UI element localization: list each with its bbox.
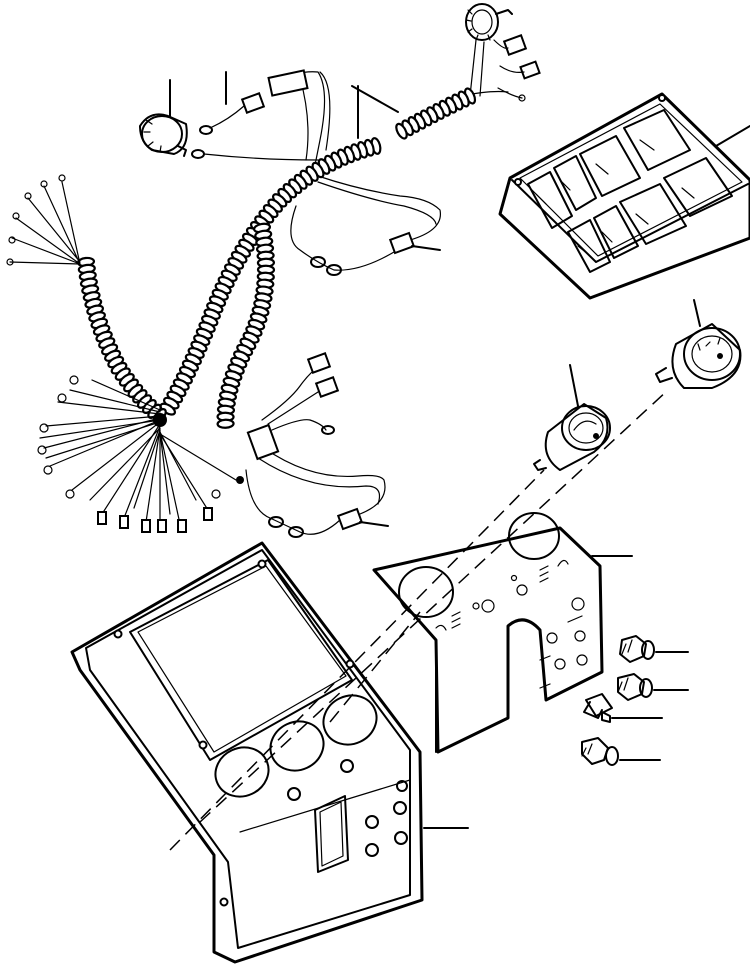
switch-3 [583,693,663,723]
gauge-hour-meter [655,299,742,389]
harness-coil [76,87,477,429]
gauge-small-top [465,3,541,102]
coil-loop [395,122,408,140]
warning-lamp-panel [498,92,750,300]
inner-instrument-panel [372,512,633,754]
wiring-harness [6,69,509,538]
fanout-terminals [37,375,244,533]
gauge-small-left [139,71,266,159]
switch-2 [617,673,689,701]
alignment-lines [169,389,669,851]
gauge-temperature [533,364,611,471]
coil-loop [216,418,235,429]
switch-1 [619,635,689,663]
switch-4 [581,737,661,766]
outer-instrument-cover [70,541,469,964]
